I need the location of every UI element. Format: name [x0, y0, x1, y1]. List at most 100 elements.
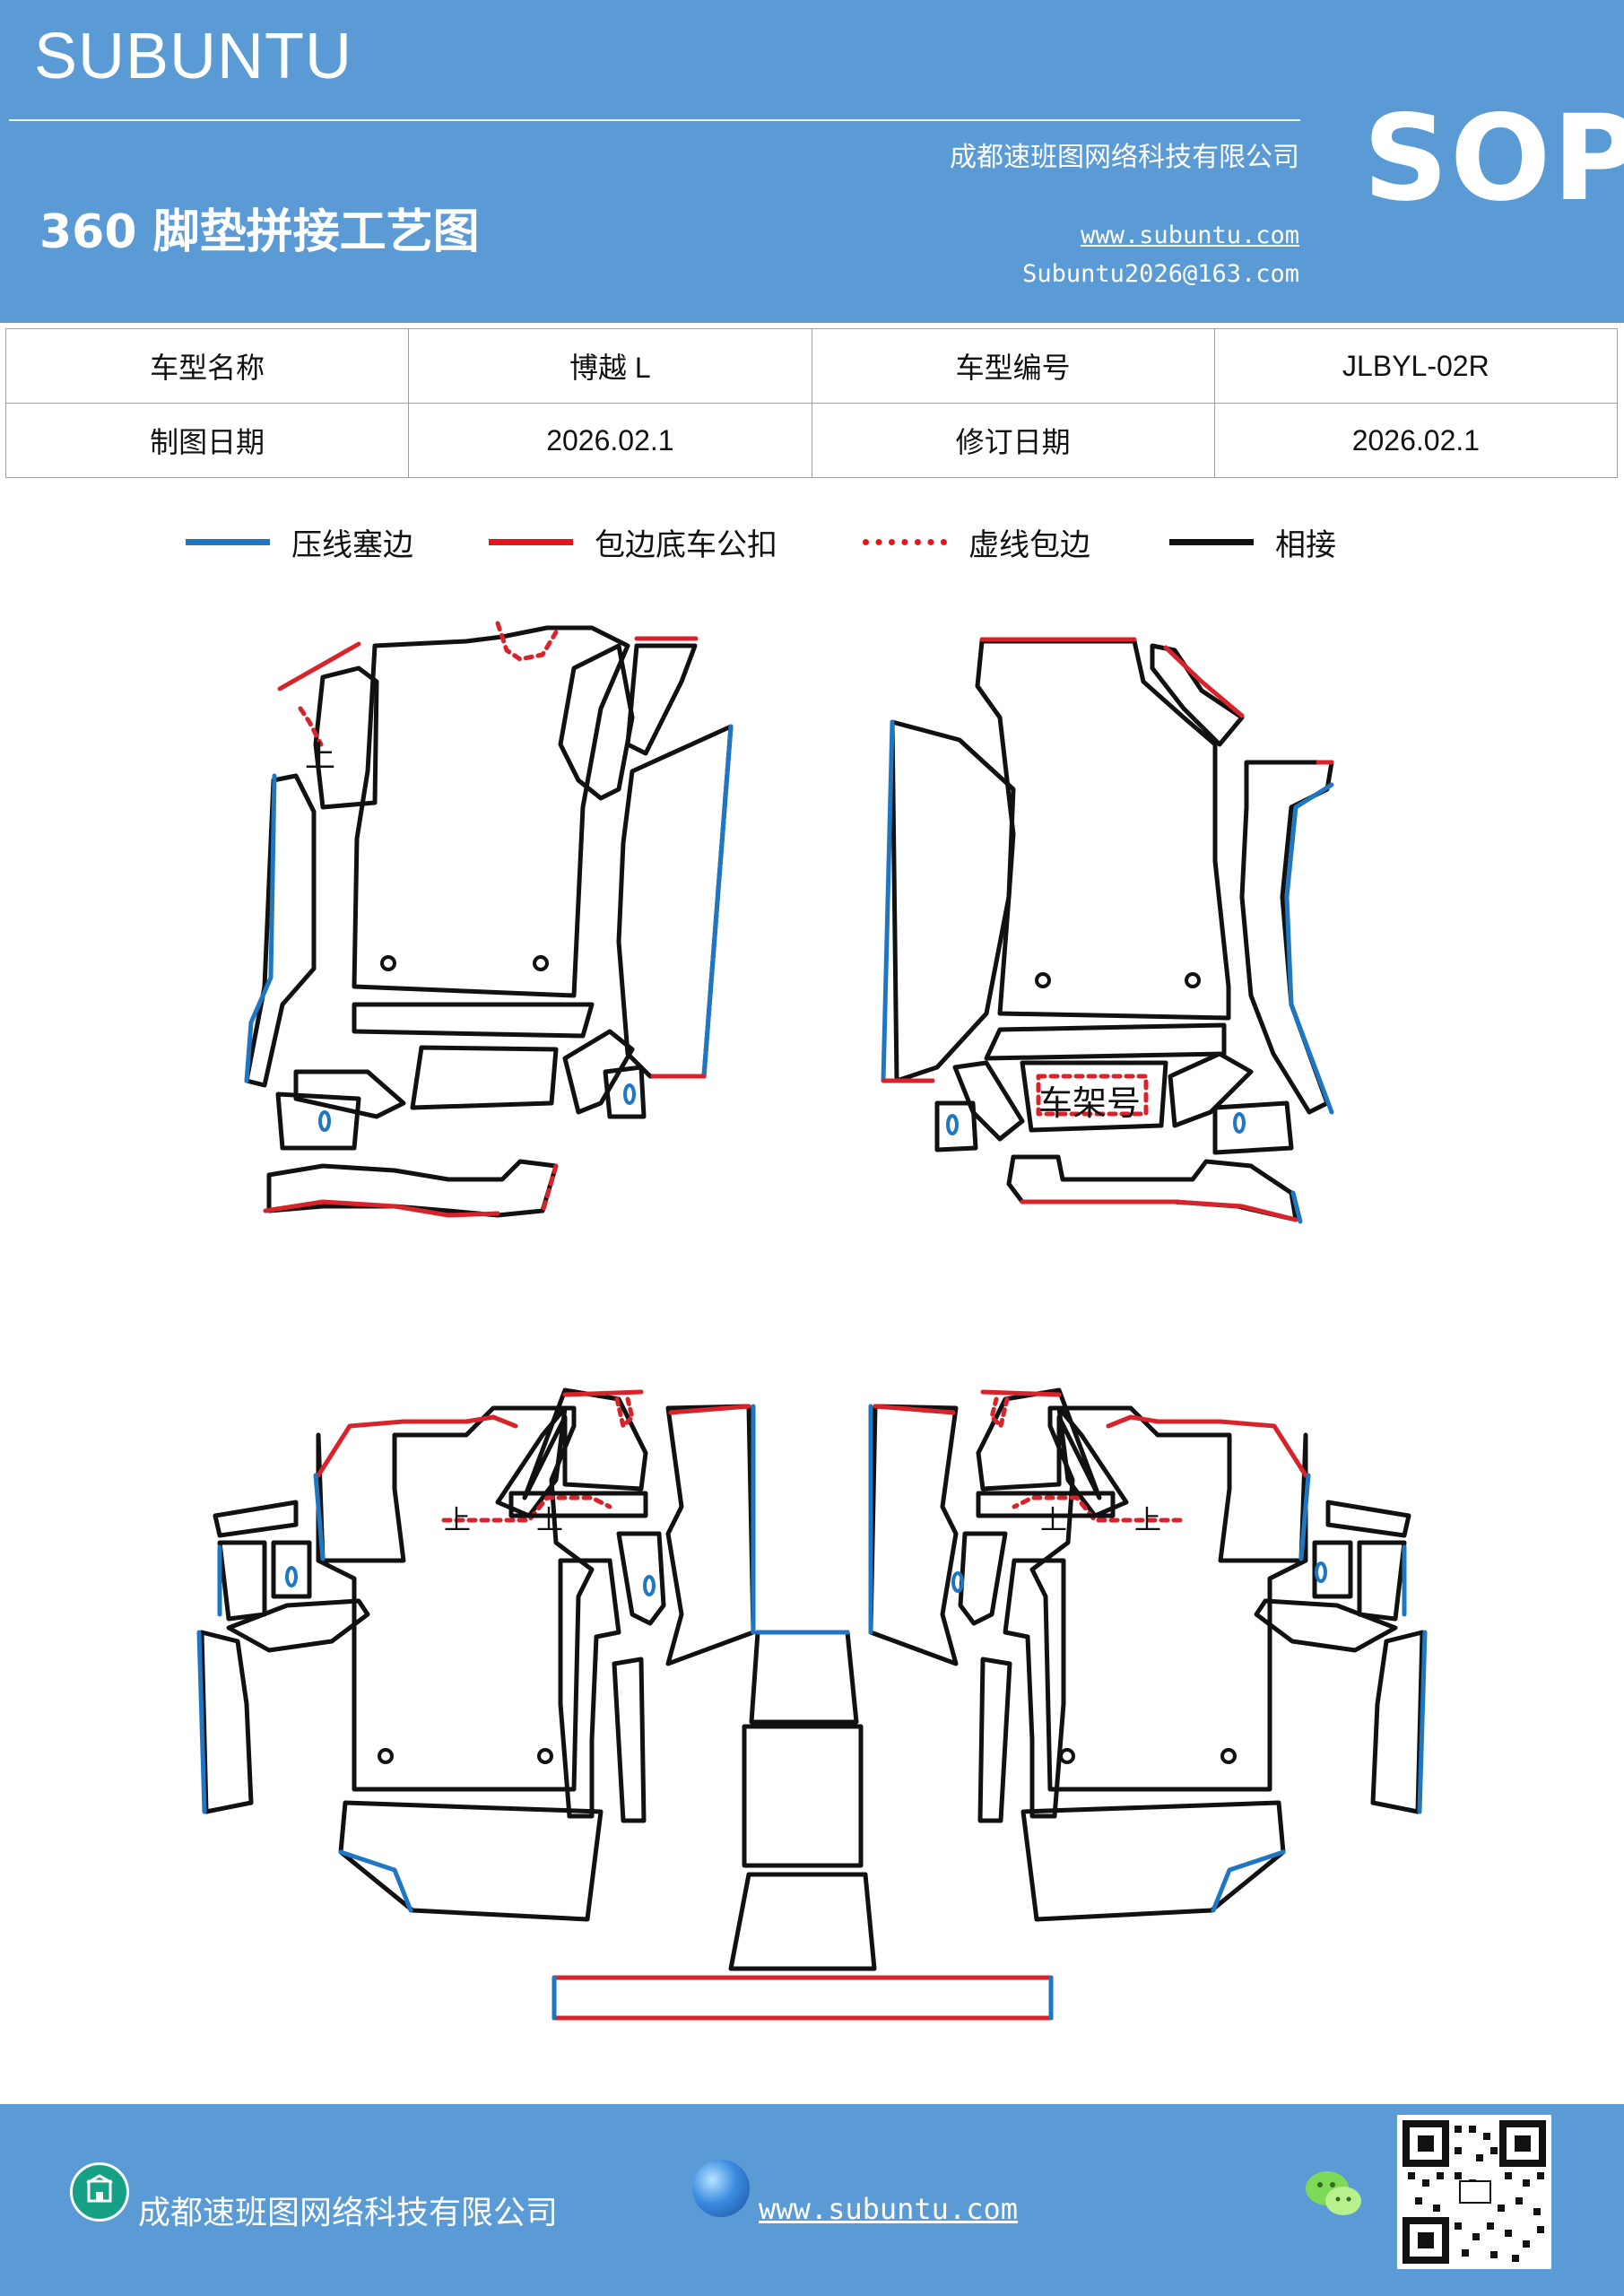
rear-left-strip-a: [558, 1558, 621, 1819]
footer-band: 成都速班图网络科技有限公司 www.subuntu.com: [0, 2104, 1624, 2296]
fixing-hole: [1059, 1748, 1075, 1764]
fixing-hole-blue: [951, 1571, 964, 1593]
fixing-hole: [537, 1748, 553, 1764]
legend-label: 包边底车公扣: [595, 527, 777, 563]
rear-right-main-mat: [1029, 1405, 1308, 1792]
rear-left-strip-c: [612, 1657, 647, 1823]
up-mark: 上: [444, 1505, 471, 1536]
passenger-main-mat: [975, 639, 1231, 1021]
front-crossbar: [352, 1002, 595, 1039]
line-legend: 压线塞边 包边底车公扣 虚线包边 相接: [0, 520, 1624, 574]
up-mark: 上: [1134, 1505, 1161, 1536]
rear-left-top-blue: [313, 1473, 326, 1561]
rear-left-tall-panel: [665, 1404, 756, 1666]
fixing-hole: [1035, 972, 1051, 988]
globe-icon: [692, 2160, 750, 2217]
rear-left-top-red-2: [562, 1389, 644, 1397]
rear-right-dotted-notch: [989, 1396, 1010, 1429]
fixing-hole-blue: [946, 1114, 959, 1135]
rear-right-strip-c: [977, 1657, 1012, 1823]
rear-left-bar-dotted: [441, 1495, 612, 1523]
front-left-mat-group: 上: [244, 621, 734, 1218]
rear-mat-group: 上 上: [196, 1387, 1428, 2021]
legend-item-press: 压线塞边: [186, 520, 413, 564]
rear-left-small-box: [271, 1540, 312, 1599]
rear-left-bar: [508, 1491, 648, 1518]
info-row: 车型名称 博越 L 车型编号 JLBYL-02R: [4, 328, 1619, 404]
fixing-hole: [1185, 972, 1201, 988]
driver-main-mat: [352, 625, 630, 998]
model-name-value: 博越 L: [408, 328, 812, 404]
legend-swatch-red-dotted: [863, 539, 947, 545]
left-upper-edge-red: [277, 641, 361, 691]
rear-right-bar: [976, 1491, 1116, 1518]
fixing-hole: [533, 955, 549, 971]
brand-logo-text: SUBUNTU: [34, 21, 353, 92]
wechat-icon[interactable]: [1302, 2165, 1367, 2222]
rear-right-upper-piece-2: [976, 1387, 1102, 1500]
rear-right-side-wing: [1325, 1500, 1411, 1538]
front-crossbar: [984, 1022, 1227, 1061]
rear-right-top-red: [1106, 1414, 1308, 1478]
up-mark: 上: [305, 739, 335, 775]
draw-date-label: 制图日期: [4, 403, 410, 478]
footer-website-link[interactable]: www.subuntu.com: [759, 2192, 1018, 2226]
legend-swatch-red: [489, 539, 573, 545]
sop-mark: SOP: [1363, 90, 1624, 228]
rear-right-bar-dotted: [1012, 1495, 1183, 1523]
left-tall-strip-blue: [244, 773, 277, 1083]
legend-label: 相接: [1275, 527, 1336, 563]
fixing-hole-blue: [643, 1575, 656, 1596]
right-small-box: [1212, 1100, 1294, 1155]
header-website-link[interactable]: www.subuntu.com: [1081, 222, 1299, 249]
rear-right-tall-panel: [868, 1404, 959, 1666]
fixing-hole-blue: [623, 1083, 636, 1105]
rear-left-dotted-notch: [614, 1396, 635, 1429]
left-upper-piece: [313, 665, 379, 810]
legend-swatch-black: [1169, 539, 1254, 545]
building-icon: [70, 2162, 129, 2222]
rear-left-outer-strip: [199, 1630, 254, 1814]
right-small-box: [603, 1065, 647, 1119]
left-small-box: [275, 1091, 361, 1151]
document-title: 360 脚垫拼接工艺图: [39, 205, 480, 259]
vin-dotted-box: [1036, 1074, 1149, 1117]
qr-code-icon: [1397, 2115, 1551, 2269]
rear-bottom-red: [1020, 1199, 1298, 1222]
rear-right-side-box: [1357, 1540, 1407, 1622]
rear-bottom-dotted: [540, 1163, 559, 1215]
rear-right-lower-blue: [1211, 1849, 1286, 1913]
fixing-hole-blue: [1315, 1561, 1327, 1583]
legend-label: 压线塞边: [291, 527, 413, 563]
front-right-mat-group: 车架号: [881, 637, 1334, 1224]
header-band: SUBUNTU 成都速班图网络科技有限公司 SOP 360 脚垫拼接工艺图 ww…: [0, 0, 1624, 323]
rear-left-strip-b: [616, 1531, 666, 1626]
right-narrow-piece: [625, 643, 698, 756]
left-small-box: [934, 1100, 978, 1152]
rear-right-wing-2: [1254, 1598, 1398, 1653]
dotted-notch: [495, 621, 559, 662]
rear-right-top-blue: [1298, 1473, 1311, 1561]
right-tall-strip: [616, 724, 734, 1079]
revise-date-label: 修订日期: [811, 403, 1215, 478]
rear-bottom-red: [263, 1199, 500, 1218]
rear-left-tall-red: [668, 1404, 751, 1415]
right-top-piece: [1150, 643, 1245, 747]
left-tall-strip: [890, 719, 1016, 1083]
rear-bottom-blue: [1290, 1190, 1303, 1224]
rear-right-tall-red: [873, 1404, 956, 1415]
tunnel-top: [749, 1630, 859, 1725]
up-mark: 上: [536, 1505, 563, 1536]
rear-bottom-bar-blue: [551, 1975, 1054, 2021]
rear-right-top-red-2: [980, 1389, 1062, 1397]
rear-right-outer-strip: [1370, 1630, 1425, 1814]
right-top-red: [1163, 645, 1245, 718]
revise-date-value: 2026.02.1: [1213, 403, 1619, 478]
rear-bottom-bar: [551, 1975, 1054, 2021]
right-wing-piece: [1168, 1051, 1254, 1128]
fixing-hole-blue: [1233, 1112, 1246, 1134]
fixing-hole: [1220, 1748, 1237, 1764]
rear-left-top-red: [316, 1414, 518, 1478]
rear-right-strip-a: [1003, 1558, 1066, 1819]
right-upper-piece: [558, 643, 635, 801]
